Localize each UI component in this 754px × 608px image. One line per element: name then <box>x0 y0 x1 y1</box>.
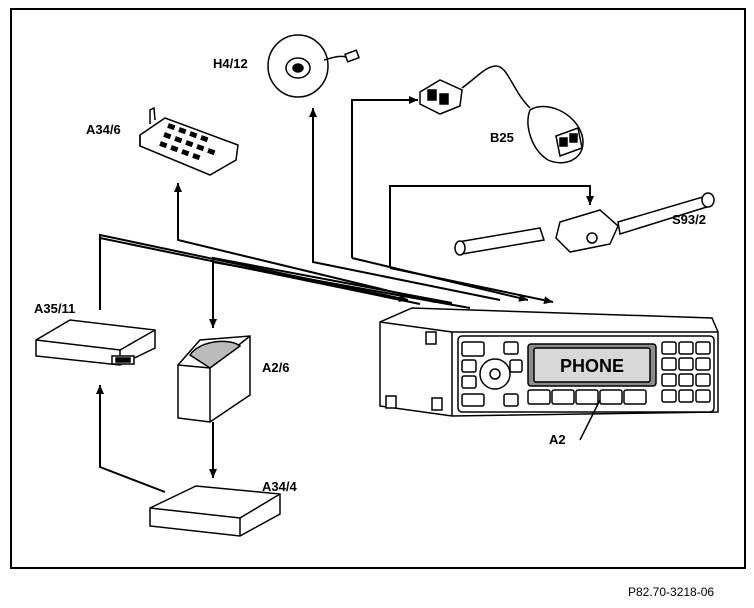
label-a34-6: A34/6 <box>86 122 121 137</box>
handset-a34-6 <box>139 106 239 176</box>
wire-h4-12 <box>309 108 501 301</box>
figure-reference: P82.70-3218-06 <box>628 585 715 599</box>
wire-b25 <box>351 96 418 258</box>
label-h4-12: H4/12 <box>213 56 248 71</box>
label-s93-2: S93/2 <box>672 212 706 227</box>
label-a2: A2 <box>549 432 566 447</box>
label-a34-4: A34/4 <box>262 479 297 494</box>
wire-s93-2 <box>389 185 594 268</box>
module-a35-11 <box>35 319 156 366</box>
label-a35-11: A35/11 <box>34 301 76 316</box>
module-a2-6 <box>177 335 251 423</box>
label-a2-6: A2/6 <box>262 360 290 375</box>
wire-a34-6 <box>174 183 436 303</box>
label-b25: B25 <box>490 130 514 145</box>
switch-s93-2 <box>454 192 715 256</box>
microphone-b25 <box>419 65 584 164</box>
wiring-lines <box>96 96 594 493</box>
module-a34-4 <box>149 485 281 537</box>
display-text: PHONE <box>560 356 624 376</box>
wire-a2-6 <box>209 256 453 328</box>
radio-unit-a2 <box>379 307 719 441</box>
speaker-h4-12 <box>267 34 360 98</box>
wire-a34-4-to-a35-11 <box>96 385 166 493</box>
